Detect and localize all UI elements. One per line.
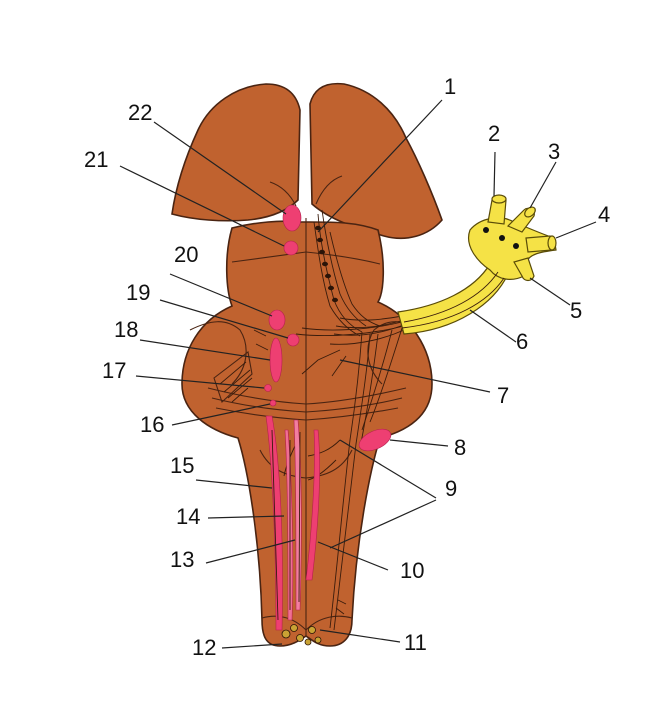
label-11: 11 [404,630,427,655]
label-5: 5 [570,298,582,323]
label-19: 19 [126,280,150,305]
number-labels: 1 2 3 4 5 6 7 8 9 10 11 12 13 14 15 16 1… [84,74,610,660]
label-1: 1 [444,74,456,99]
label-21: 21 [84,147,108,172]
label-16: 16 [140,412,164,437]
label-6: 6 [516,329,528,354]
label-15: 15 [170,453,194,478]
label-2: 2 [488,121,500,146]
nucleus-20 [268,309,286,331]
label-20: 20 [174,242,198,267]
label-9: 9 [445,476,457,501]
nucleus-22 [282,204,302,232]
label-13: 13 [170,547,194,572]
tract-beads [315,225,338,303]
nucleus-column-10 [305,429,320,581]
left-thalamus [171,83,301,222]
nucleus-16 [269,399,277,407]
label-12: 12 [192,635,216,660]
basal-terminals [281,624,322,646]
trigeminal-nerve [397,194,557,335]
label-17: 17 [102,358,126,383]
nucleus-column-14 [284,429,294,621]
label-3: 3 [548,139,560,164]
label-8: 8 [454,435,466,460]
nucleus-21 [283,240,299,256]
nuclei [264,204,392,631]
label-4: 4 [598,202,610,227]
label-10: 10 [400,558,424,583]
label-22: 22 [128,100,152,125]
leader-lines [119,99,597,649]
label-18: 18 [114,317,138,342]
label-14: 14 [176,504,200,529]
nucleus-8 [358,428,392,452]
fiber-tracts [253,209,409,631]
brainstem-body [181,220,433,647]
nucleus-18 [269,337,283,383]
mandibular-lower-branch [513,257,535,282]
surface-contours [189,175,425,636]
right-thalamus [309,82,443,240]
nucleus-17 [264,384,272,392]
nucleus-19 [286,333,300,347]
nerve-trunk [397,263,509,335]
label-7: 7 [497,383,509,408]
nucleus-column-15 [265,415,283,631]
